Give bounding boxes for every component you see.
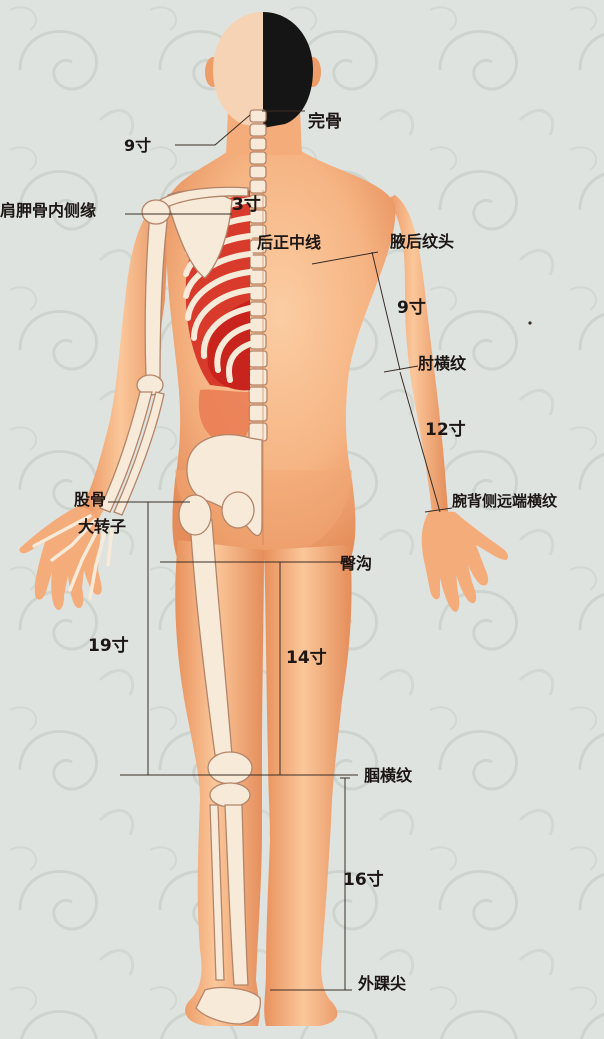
label-inch-3: 3寸 <box>232 197 261 214</box>
label-inch-16: 16寸 <box>343 872 384 889</box>
label-popliteal-crease: 腘横纹 <box>364 768 412 784</box>
label-inch-14: 14寸 <box>286 650 327 667</box>
spine <box>249 110 267 441</box>
marker-dot <box>528 321 531 324</box>
label-inch-12: 12寸 <box>425 422 466 439</box>
label-femur: 股骨 <box>74 492 106 508</box>
label-inch-9-head: 9寸 <box>124 138 151 154</box>
label-lateral-malleolus: 外踝尖 <box>358 976 406 992</box>
label-gluteal-fold: 臀沟 <box>340 556 372 572</box>
label-inch-9-arm: 9寸 <box>397 300 426 317</box>
label-axillary-fold: 腋后纹头 <box>390 234 454 250</box>
label-wrist-crease: 腕背侧远端横纹 <box>452 494 557 509</box>
label-posterior-midline: 后正中线 <box>257 235 321 251</box>
label-greater-trochanter: 大转子 <box>78 519 126 535</box>
label-scapula-medial-border: 肩胛骨内侧缘 <box>0 203 96 219</box>
greater-trochanter-bone <box>179 495 211 535</box>
label-inch-19: 19寸 <box>88 638 129 655</box>
label-wangu: 完骨 <box>308 114 342 131</box>
knee-joint <box>208 752 252 784</box>
label-elbow-crease: 肘横纹 <box>418 356 466 372</box>
